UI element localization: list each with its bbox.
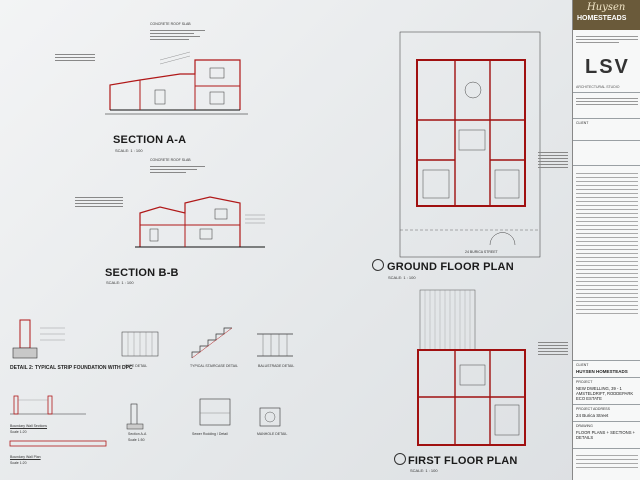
sewer-detail-title: Sewer Rodding / Detail [192,432,228,436]
stair-detail-title: TYPICAL STAIRCASE DETAIL [190,364,238,368]
first-floor-title: FIRST FLOOR PLAN [408,455,518,467]
section-aa-title: SECTION A-A [113,134,187,146]
client-label: CLIENT [576,363,589,367]
manhole-detail-drawing [259,407,281,427]
title-block: Huysen HOMESTEADS LSV ARCHITECTURAL STUD… [572,0,640,480]
first-floor-scale: SCALE: 1 : 100 [410,468,438,473]
project-name: NEW DWELLING, 39 - 1 AMSTELDRIFT, RODDEP… [576,386,634,401]
ground-floor-plan-drawing [399,31,541,258]
ground-notes [538,150,568,170]
brand-bottom: HOMESTEADS [577,15,627,22]
boundary-sections-scale: Scale 1:20 [10,430,27,434]
manhole-detail-title: MANHOLE DETAIL [257,432,288,436]
note-lines-left-a [55,52,95,63]
drawing-name: FLOOR PLANS + SECTIONS + DETAILS [576,430,636,440]
boundary-wall-sections-drawing [10,395,86,415]
section-a-drawing [126,403,144,430]
section-bb-title: SECTION B-B [105,267,179,279]
section-a-title: Section A-A [128,432,147,436]
note-lines-left-b [75,195,123,209]
section-bb-scale: SCALE: 1 : 100 [106,280,134,285]
detail-2-title: DETAIL 2: TYPICAL STRIP FOUNDATION WITH … [10,365,133,371]
first-notes [538,340,568,357]
strip-foundation-drawing [12,319,65,359]
first-floor-plan-drawing [417,289,526,446]
section-bb-drawing [135,196,265,248]
client-label-top: CLIENT [576,121,589,125]
client-name: HUYSEN HOMESTEADS [576,369,628,374]
brand-top: Huysen [587,2,626,13]
north-arrow-2-icon [394,453,406,465]
architect-logo: LSV [579,56,635,80]
address-label: PROJECT ADDRESS [576,407,610,411]
address-value: 24 Burica Street [576,413,609,418]
boundary-wall-plan-drawing [9,440,107,447]
note-lines-a [150,28,205,42]
revision-table [576,170,638,317]
homesteads-logo: Huysen HOMESTEADS [573,0,640,30]
ground-floor-title: GROUND FLOOR PLAN [387,261,514,273]
stair-detail-drawing [191,327,233,359]
balustrade-detail-title: BALUSTRADE DETAIL [258,364,295,368]
drawing-label: DRAWING [576,424,593,428]
boundary-plan-title: Boundary Wall Plan [10,455,41,459]
north-arrow-icon [372,259,384,271]
boundary-sections-title: Boundary Wall Sections [10,424,48,428]
gate-detail-drawing [121,331,159,357]
architect-logo-text: LSV [585,56,630,78]
section-aa-drawing [105,51,248,115]
section-aa-scale: SCALE: 1 : 100 [115,148,143,153]
balustrade-detail-drawing [257,333,293,357]
sheet-info-lines [576,452,638,471]
architect-sub: ARCHITECTURAL STUDIO [576,85,620,89]
architect-address-lines [576,96,638,107]
boundary-plan-scale: Scale 1:20 [10,461,27,465]
note-lines-b [150,164,205,175]
note-concrete-roof-2: CONCRETE ROOF SLAB [150,158,191,162]
note-concrete-roof: CONCRETE ROOF SLAB [150,22,191,26]
title-block-text-lines [576,34,638,45]
project-label: PROJECT [576,380,593,384]
ground-floor-scale: SCALE: 1 : 100 [388,275,416,280]
street-label: 24 BURICA STREET [465,250,498,254]
section-a-scale: Scale 1:50 [128,438,145,442]
sewer-detail-drawing [199,398,231,426]
gate-detail-title: GATE DETAIL [125,364,148,368]
